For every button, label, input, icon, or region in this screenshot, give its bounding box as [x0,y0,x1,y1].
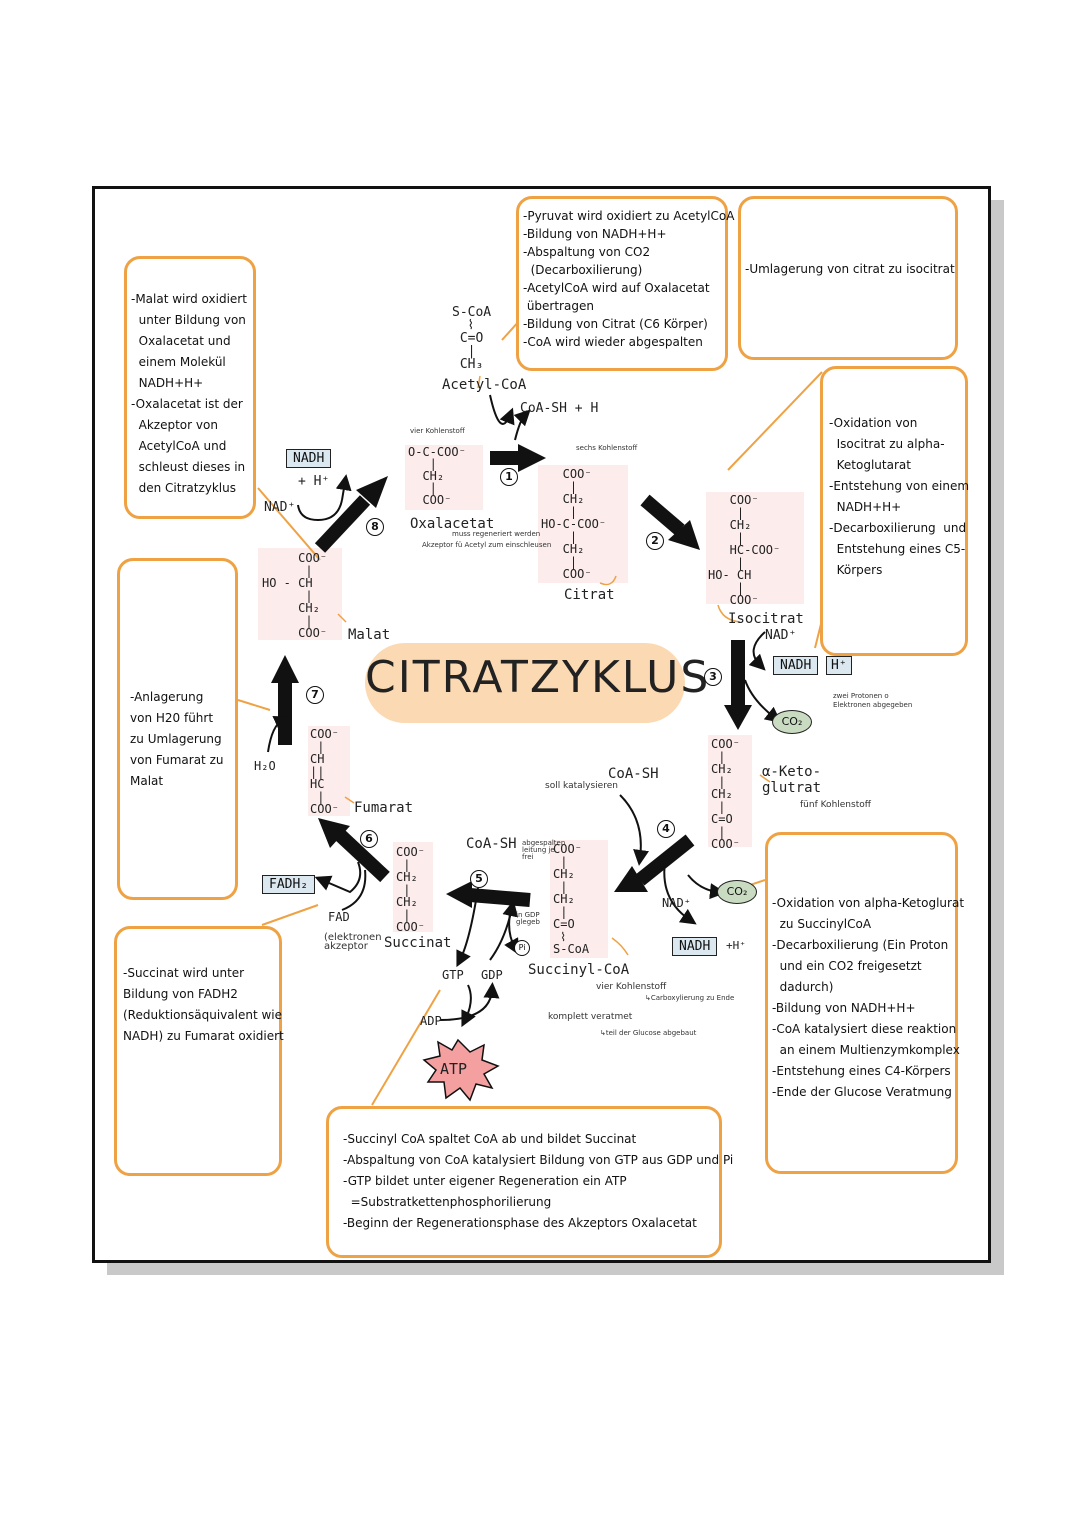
hplus-box-step3: H⁺ [826,656,852,675]
co2-oval-step3: CO₂ [772,710,812,734]
atp-label: ATP [440,1060,468,1078]
succinat-formula: COO⁻ | CH₂ | CH₂ | COO⁻ [396,845,425,934]
succinylcoa-glucose-note: ↳teil der Glucose abgebaut [600,1029,697,1037]
nadh-box-top: NADH [286,449,332,468]
h2o-label: H₂O [254,759,276,773]
isocitrat-formula: COO⁻ | CH₂ | HC-COO⁻ | HO- CH | COO⁻ [708,493,781,607]
note-step2: -Umlagerung von citrat zu isocitrat [738,196,958,360]
citrat-carbon-note: sechs Kohlenstoff [576,444,638,452]
citrat-bg [538,465,628,583]
note-step1: -Pyruvat wird oxidiert zu AcetylCoA -Bil… [516,196,734,371]
title-background [365,643,685,723]
step-number-7: 7 [306,686,324,704]
fad-label: FAD [328,910,350,924]
atp-burst [422,1038,500,1102]
succinylcoa-bg [550,840,608,958]
note-step7: -Anlagerung von H20 führt zu Umlagerung … [117,558,238,900]
gtp-label: GTP [442,968,464,982]
nadh-box-step3: NADH [773,656,819,675]
protons-note: zwei Protonen o Elektronen abgegeben [833,692,913,709]
nadplus-step4: NAD⁺ [662,896,691,910]
succinat-bg [393,842,433,932]
pi-note: in GDP glegeb [516,911,540,926]
step-number-3: 3 [704,668,722,686]
ketoglutarat-carbon-note: fünf Kohlenstoff [800,800,871,810]
succinylcoa-carboxylation-note: ↳Carboxylierung zu Ende [645,994,735,1002]
oxalacetat-acceptor-note: Akzeptor fü Acetyl zum einschleusen [422,541,552,549]
fad-note: (elektronen akzeptor [324,932,382,952]
ketoglutarat-formula: COO⁻ | CH₂ | CH₂ | C=O | COO⁻ [711,737,740,851]
step-number-6: 6 [360,830,378,848]
succinylcoa-carbon-note: vier Kohlenstoff [596,982,667,992]
step-number-5: 5 [470,870,488,888]
co2-oval-step4: CO₂ [717,880,757,904]
adp-label: ADP [420,1014,442,1028]
coash-step5: CoA-SH [466,836,517,852]
citrat-formula: COO⁻ | CH₂ | HO-C-COO⁻ | CH₂ | COO⁻ [541,467,607,581]
fumarat-name: Fumarat [354,800,414,816]
note-step6: -Succinat wird unter Bildung von FADH2 (… [114,926,284,1176]
step-number-1: 1 [500,468,518,486]
hplus-top: + H⁺ [298,474,330,489]
oxalacetat-name: Oxalacetat [410,516,495,532]
coash-top: CoA-SH + H [520,401,599,416]
oxalacetat-regen-note: muss regeneriert werden [452,530,541,538]
acetylcoa-name: Acetyl-CoA [442,377,527,393]
hplus-step4: +H⁺ [726,939,746,952]
succinylcoa-name: Succinyl-CoA [528,962,630,978]
succinylcoa-veratmet-note: komplett veratmet [548,1012,633,1022]
note-step4: -Oxidation von alpha-Ketoglurat zu Succi… [765,832,964,1174]
ketoglutarat-name: α-Keto- glutrat [762,764,822,796]
nadplus-step3: NAD⁺ [765,628,797,643]
gdp-label: GDP [481,968,503,982]
fumarat-formula: COO⁻ | CH || HC | COO⁻ [310,727,339,816]
succinat-name: Succinat [384,935,452,951]
step-number-8: 8 [366,518,384,536]
coash-step4: CoA-SH [608,766,659,782]
coash-step4-note: soll katalysieren [545,781,618,791]
malat-bg [258,548,342,640]
oxalacetat-formula: O-C-COO⁻ | CH₂ | COO⁻ [408,445,466,507]
isocitrat-bg [706,492,804,604]
step-number-4: 4 [657,820,675,838]
succinylcoa-formula: COO⁻ | CH₂ | CH₂ | C=O ⌇ S-CoA [553,842,590,956]
isocitrat-name: Isocitrat [728,611,804,627]
ketoglutarat-bg [708,735,752,847]
step-number-2: 2 [646,532,664,550]
citrat-name: Citrat [564,587,615,603]
oxalacetat-carbon-note: vier Kohlenstoff [410,427,465,435]
note-step3: -Oxidation von Isocitrat zu alpha- Ketog… [820,366,969,656]
diagram-title: CITRATZYKLUS [365,652,711,703]
malat-name: Malat [348,627,391,643]
pi-circle: Pi [514,940,530,956]
note-step5: -Succinyl CoA spaltet CoA ab und bildet … [326,1106,733,1258]
fadh2-box: FADH₂ [262,875,316,894]
acetylcoa-formula: S-CoA ⌇ C=O | CH₃ [452,305,492,372]
nadplus-top: NAD⁺ [264,500,296,515]
note-step8: -Malat wird oxidiert unter Bildung von O… [124,256,256,519]
oxalacetat-bg [405,445,483,510]
malat-formula: COO⁻ | HO - CH | CH₂ | COO⁻ [262,551,328,640]
nadh-box-step4: NADH [672,937,718,956]
coash-step5-note: abgespalten leitung je frei [522,839,566,861]
fumarat-bg [308,726,350,816]
